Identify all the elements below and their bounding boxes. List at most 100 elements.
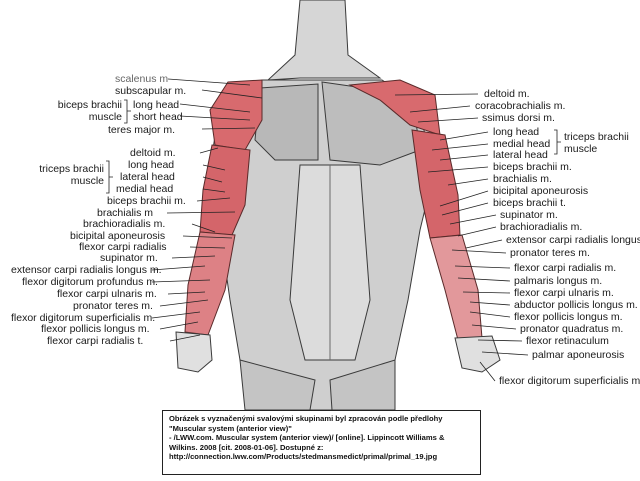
label-fpl-left: flexor pollicis longus m. xyxy=(41,323,150,335)
leader-medial-head xyxy=(431,143,489,151)
label-fds-right: flexor digitorum superficialis m. xyxy=(499,375,640,387)
label-fcr-t-left: flexor carpi radialis t. xyxy=(47,335,144,347)
bracket-triceps-right xyxy=(554,129,561,155)
body-figure xyxy=(207,0,433,411)
label-fpl-right: flexor pollicis longus m. xyxy=(514,311,623,323)
label-long-head: long head xyxy=(493,126,540,138)
label-fcu-left: flexor carpi ulnaris m. xyxy=(57,288,157,300)
leader-palmar xyxy=(481,351,529,356)
leader-biceps-long xyxy=(179,103,251,113)
label-triceps-lateral: lateral head xyxy=(120,171,175,183)
label-fdp-left: flexor digitorum profundus m. xyxy=(22,276,158,288)
label-brachioradialis-right: brachioradialis m. xyxy=(500,221,583,233)
leader-apl xyxy=(469,301,511,306)
leader-fds xyxy=(151,311,201,319)
label-brachioradialis-left: brachioradialis m. xyxy=(83,218,166,230)
leader-fcu xyxy=(167,291,206,295)
leader-lines-right xyxy=(394,93,561,382)
leader-biceps-short xyxy=(179,115,251,121)
leader-fpl xyxy=(159,321,199,330)
leader-fpl-r xyxy=(469,311,511,318)
leader-scalenus xyxy=(167,78,251,86)
leader-deltoid-l xyxy=(199,147,219,154)
label-ecrl-left: extensor carpi radialis longus m. xyxy=(11,264,162,276)
neck xyxy=(266,0,382,81)
bracket-biceps-left xyxy=(124,99,131,124)
label-scalenus: scalenus m xyxy=(115,73,169,85)
label-supinator-right: supinator m. xyxy=(500,209,558,221)
label-latissimus: ssimus dorsi m. xyxy=(482,112,555,124)
source-caption: Obrázek s vyznačenými svalovými skupinam… xyxy=(162,410,481,475)
leader-pronator-r xyxy=(451,249,507,254)
caption-line-3: - /LWW.com. Muscular system (anterior vi… xyxy=(169,433,445,443)
label-ecrl-right: extensor carpi radialis longus m. xyxy=(506,234,640,246)
leader-fcu-r xyxy=(462,291,511,294)
label-brachialis-right: brachialis m. xyxy=(493,173,552,185)
leader-subscapular xyxy=(201,89,263,99)
label-palmaris: palmaris longus m. xyxy=(514,275,603,287)
label-lateral-head: lateral head xyxy=(493,149,548,161)
label-brachialis-left: brachialis m xyxy=(97,207,154,219)
leader-lines-left xyxy=(106,78,263,342)
label-supinator-left: supinator m. xyxy=(100,252,158,264)
leader-biceps-brachii xyxy=(196,197,231,202)
label-biceps-short: short head xyxy=(133,111,183,123)
label-fcr-right: flexor carpi radialis m. xyxy=(514,262,617,274)
label-triceps-group-1: triceps brachii xyxy=(39,163,104,175)
label-biceps-brachii-right: biceps brachii m. xyxy=(493,161,572,173)
leader-triceps-lat xyxy=(202,176,223,183)
label-triceps-medial: medial head xyxy=(116,183,174,195)
leader-ecrl-r xyxy=(465,239,503,249)
leader-biceps-r xyxy=(427,166,489,173)
label-triceps-group-right-1: triceps brachii xyxy=(564,131,629,143)
label-deltoid-right: deltoid m. xyxy=(484,88,530,100)
label-biceps-long: long head xyxy=(133,99,180,111)
bracket-triceps-left xyxy=(106,160,113,194)
leader-brachialis xyxy=(166,211,236,214)
leader-ecrl xyxy=(151,265,206,271)
leader-fcr-r xyxy=(454,265,511,269)
label-coracobrachialis: coracobrachialis m. xyxy=(475,100,566,112)
label-deltoid-left: deltoid m. xyxy=(130,147,176,159)
leader-brachialis-r xyxy=(447,178,489,186)
leader-triceps-med xyxy=(202,188,226,193)
leader-bicipital xyxy=(182,235,233,239)
label-fcu-right: flexor carpi ulnaris m. xyxy=(514,287,614,299)
left-hand xyxy=(175,331,213,373)
caption-line-1: Obrázek s vyznačenými svalovými skupinam… xyxy=(169,414,443,423)
label-pronator-right: pronator teres m. xyxy=(510,247,590,259)
caption-line-5: http://connection.lww.com/Products/stedm… xyxy=(169,452,438,462)
leader-brachioradialis xyxy=(191,223,216,233)
leader-triceps-long xyxy=(202,164,226,171)
label-biceps-t: biceps brachii t. xyxy=(493,197,566,209)
leader-deltoid-r xyxy=(394,93,479,96)
leader-fds-r xyxy=(479,361,496,382)
label-biceps-group-2: muscle xyxy=(88,111,122,123)
label-triceps-group-right-2: muscle xyxy=(564,143,598,155)
label-fcr-left: flexor carpi radialis xyxy=(79,241,167,253)
label-triceps-long: long head xyxy=(128,159,175,171)
label-medial-head: medial head xyxy=(493,138,551,150)
label-fds-left: flexor digitorum superficialis m. xyxy=(11,312,156,324)
label-apl: abductor pollicis longus m. xyxy=(514,299,638,311)
label-teres-major: teres major m. xyxy=(108,124,176,136)
label-palmar-apo: palmar aponeurosis xyxy=(532,349,625,361)
leader-fcr-t xyxy=(169,334,201,342)
leader-pronator xyxy=(159,299,209,307)
label-biceps-brachii-left: biceps brachii m. xyxy=(107,195,186,207)
label-biceps-group-1: biceps brachii xyxy=(57,99,122,111)
leader-fcr xyxy=(189,246,226,249)
leader-latissimus xyxy=(417,117,479,123)
right-forearm xyxy=(429,234,483,341)
leader-pq xyxy=(471,324,517,330)
label-subscapular: subscapular m. xyxy=(115,85,187,97)
leader-retinaculum xyxy=(477,339,523,342)
label-retinaculum: flexor retinaculum xyxy=(526,335,609,347)
label-pronator-left: pronator teres m. xyxy=(73,300,153,312)
caption-line-2: "Muscular system (anterior view)" xyxy=(169,423,292,433)
leader-coracobrachialis xyxy=(409,105,471,113)
right-hand xyxy=(454,335,501,373)
leader-bicipital-r xyxy=(439,190,489,207)
leader-brachioradialis-r xyxy=(457,226,497,237)
